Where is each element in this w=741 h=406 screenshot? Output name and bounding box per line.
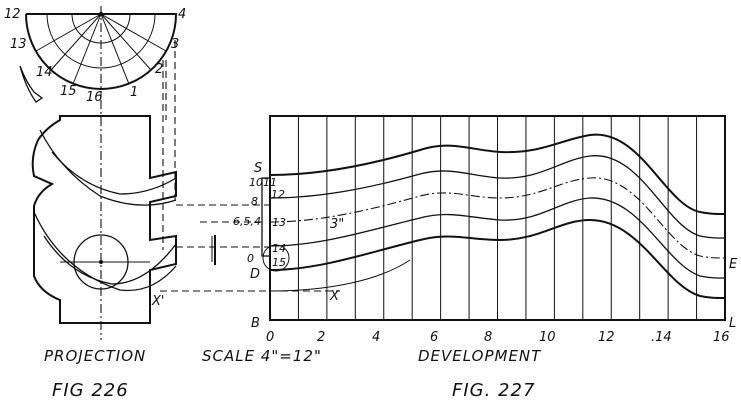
label-12: 12 bbox=[4, 7, 21, 22]
tick-8: 8 bbox=[484, 330, 492, 345]
section-stem bbox=[211, 235, 216, 265]
caption-fig-226: FIG 226 bbox=[52, 380, 129, 401]
band-top-edge bbox=[269, 133, 726, 215]
semicircle-outline bbox=[25, 13, 178, 90]
label-13-dev: 13 bbox=[272, 216, 286, 229]
upper-curve-2 bbox=[51, 151, 177, 195]
semicircle-radials bbox=[35, 13, 167, 85]
label-x: X bbox=[329, 289, 340, 304]
semicircle-plan-view: 12 4 13 3 14 2 15 16 1 bbox=[4, 6, 186, 105]
label-x-prime: X' bbox=[151, 294, 164, 309]
development-grid bbox=[261, 115, 726, 321]
label-e: E bbox=[729, 257, 738, 272]
caption-development: DEVELOPMENT bbox=[418, 347, 542, 365]
tick-16: 16 bbox=[713, 330, 730, 345]
label-6-5-4: 6,5,4 bbox=[233, 215, 261, 228]
tick-4: 4 bbox=[372, 330, 380, 345]
d-circle bbox=[262, 244, 290, 272]
x-curve bbox=[269, 259, 411, 292]
label-0-dev: 0 bbox=[247, 252, 254, 265]
caption-fig-227: FIG. 227 bbox=[452, 380, 535, 401]
development-labels: S 10 11 8 12 6,5,4 13 14 0 15 D 3" X B E… bbox=[233, 161, 738, 331]
label-11: 11 bbox=[263, 176, 277, 189]
label-b: B bbox=[251, 316, 260, 331]
label-4: 4 bbox=[178, 7, 186, 22]
projection-elevation: X' bbox=[31, 100, 177, 340]
label-10: 10 bbox=[249, 176, 263, 189]
left-stem-rect bbox=[261, 177, 271, 257]
projection-outline bbox=[31, 115, 177, 324]
label-14: 14 bbox=[36, 65, 53, 80]
band-bottom-edge bbox=[269, 218, 726, 299]
label-s: S bbox=[254, 161, 262, 176]
tick-0: 0 bbox=[266, 330, 274, 345]
band-line-2 bbox=[269, 155, 726, 239]
caption-scale: SCALE 4"=12" bbox=[202, 347, 322, 365]
tick-6: 6 bbox=[430, 330, 438, 345]
semicircle-center bbox=[98, 11, 104, 17]
band-line-4 bbox=[269, 197, 726, 279]
label-16: 16 bbox=[86, 90, 103, 105]
label-15: 15 bbox=[60, 84, 77, 99]
label-l: L bbox=[729, 316, 736, 331]
upper-curve-1 bbox=[39, 129, 177, 206]
development-verticals bbox=[297, 116, 698, 320]
tick-2: 2 bbox=[317, 330, 325, 345]
label-d: D bbox=[250, 267, 260, 282]
tick-10: 10 bbox=[539, 330, 556, 345]
bottom-ticks: 0 2 4 6 8 10 12 .14 16 bbox=[266, 330, 730, 345]
label-15-dev: 15 bbox=[272, 256, 286, 269]
label-8: 8 bbox=[251, 195, 258, 208]
label-three-inch: 3" bbox=[330, 217, 344, 232]
semicircle-inner-arc bbox=[46, 13, 156, 69]
tick-12: 12 bbox=[598, 330, 615, 345]
captions: PROJECTION SCALE 4"=12" DEVELOPMENT FIG … bbox=[44, 347, 542, 401]
label-13: 13 bbox=[10, 37, 27, 52]
band-center-line bbox=[269, 177, 726, 259]
label-14-dev: 14 bbox=[272, 242, 286, 255]
tick-14: .14 bbox=[651, 330, 672, 345]
stem-detail bbox=[19, 65, 44, 103]
label-2: 2 bbox=[155, 62, 163, 77]
lower-curve-1 bbox=[33, 211, 177, 292]
lower-curve-2 bbox=[43, 235, 177, 285]
label-12-dev: 12 bbox=[271, 188, 285, 201]
label-1: 1 bbox=[130, 85, 138, 100]
caption-projection: PROJECTION bbox=[44, 347, 146, 365]
